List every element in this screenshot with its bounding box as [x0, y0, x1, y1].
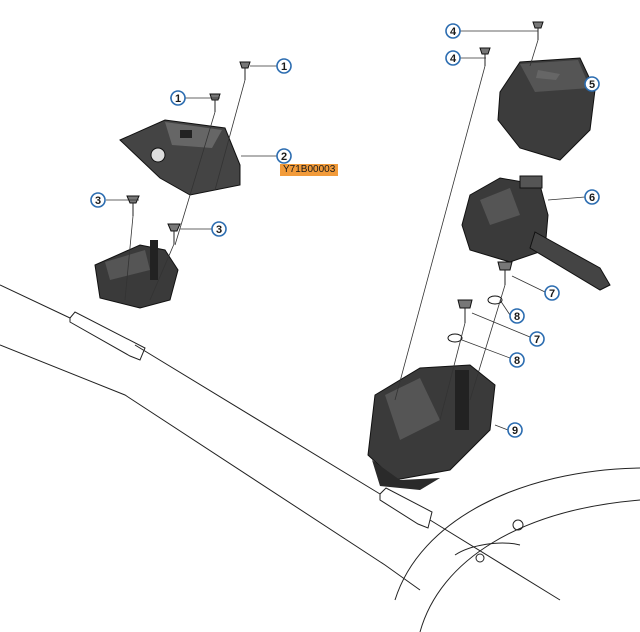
screw-7-lower — [457, 299, 473, 323]
svg-text:4: 4 — [450, 26, 457, 38]
callout-1-mid[interactable]: 1 — [170, 90, 186, 106]
lower-bracket-part — [94, 240, 179, 309]
screw-4-lower — [479, 47, 491, 66]
screw-1-top — [239, 61, 251, 80]
screw-7-upper — [497, 261, 513, 285]
svg-text:9: 9 — [512, 425, 518, 437]
svg-text:8: 8 — [514, 355, 520, 367]
svg-text:4: 4 — [450, 53, 457, 65]
frame-outline — [0, 284, 640, 632]
svg-text:3: 3 — [216, 224, 222, 236]
callout-4-upper[interactable]: 4 — [445, 23, 461, 39]
screw-3-left — [126, 195, 140, 216]
screw-1-mid — [209, 93, 221, 112]
callout-2[interactable]: 2 — [276, 148, 292, 164]
svg-text:3: 3 — [95, 195, 101, 207]
callout-9[interactable]: 9 — [507, 422, 523, 438]
svg-text:7: 7 — [534, 334, 540, 346]
svg-text:8: 8 — [514, 311, 520, 323]
svg-text:1: 1 — [281, 61, 287, 73]
svg-text:2: 2 — [281, 151, 287, 163]
bottom-housing-part — [367, 364, 496, 490]
svg-text:5: 5 — [589, 79, 595, 91]
callout-8-upper[interactable]: 8 — [509, 308, 525, 324]
screw-4-upper — [532, 21, 544, 40]
callout-3-left[interactable]: 3 — [90, 192, 106, 208]
motor-unit-part — [461, 175, 611, 291]
top-housing-part — [497, 57, 596, 161]
mount-cover-part — [119, 119, 241, 196]
callout-7-lower[interactable]: 7 — [529, 331, 545, 347]
screw-3-right — [167, 223, 181, 244]
callout-1-top[interactable]: 1 — [276, 58, 292, 74]
callout-7-upper[interactable]: 7 — [544, 285, 560, 301]
callout-3-right[interactable]: 3 — [211, 221, 227, 237]
washer-8-upper — [487, 295, 503, 305]
callout-8-lower[interactable]: 8 — [509, 352, 525, 368]
svg-text:7: 7 — [549, 288, 555, 300]
svg-text:1: 1 — [175, 93, 181, 105]
part-number-label: Y71B00003 — [280, 164, 339, 176]
svg-text:6: 6 — [589, 192, 595, 204]
callout-4-lower[interactable]: 4 — [445, 50, 461, 66]
callout-5[interactable]: 5 — [584, 76, 600, 92]
callout-6[interactable]: 6 — [584, 189, 600, 205]
washer-8-lower — [447, 333, 463, 343]
